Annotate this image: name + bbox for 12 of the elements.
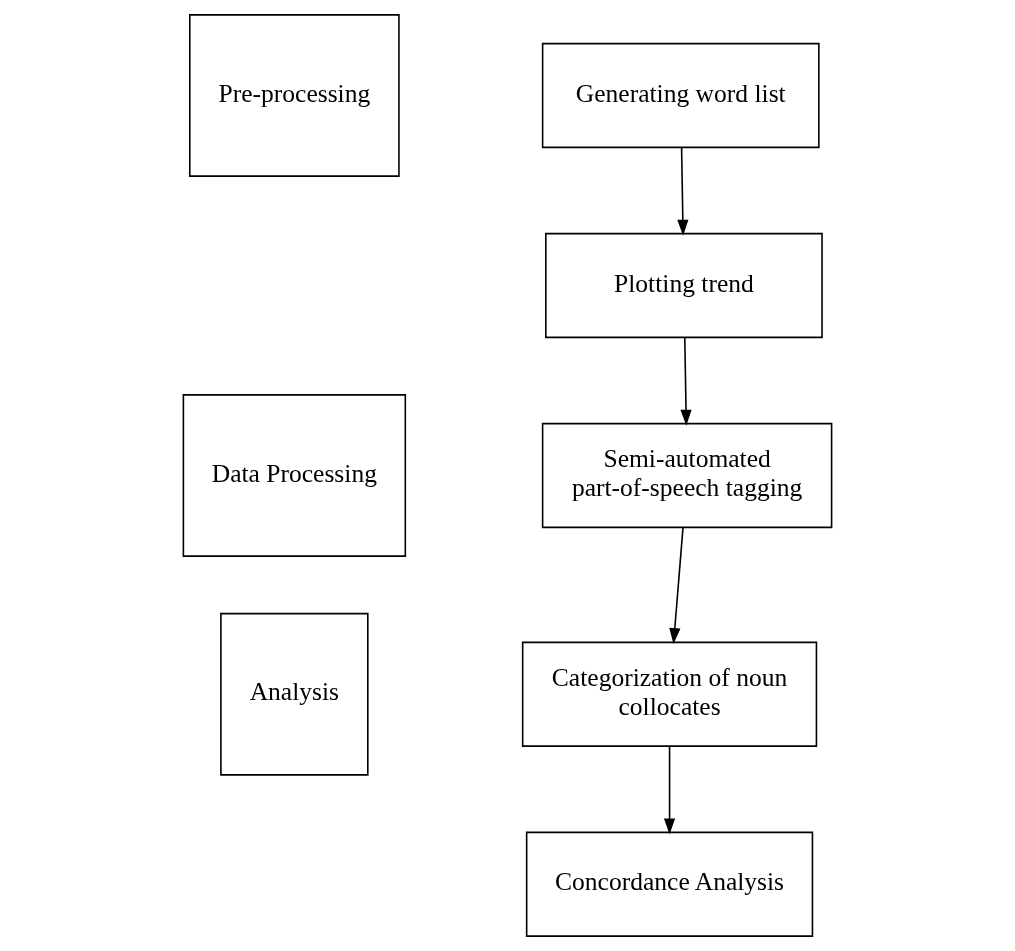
node-box: Data Processing <box>182 394 407 557</box>
arrow <box>680 336 692 426</box>
node-box: Generating word list <box>541 42 820 149</box>
arrow <box>677 146 689 236</box>
node-box: Analysis <box>220 612 369 776</box>
arrow <box>663 745 676 835</box>
node-box: Categorization of noun collocates <box>521 641 818 747</box>
node-box: Plotting trend <box>545 232 823 339</box>
arrow <box>669 526 684 645</box>
node-box: Concordance Analysis <box>525 831 814 937</box>
node-box: Pre-processing <box>188 14 400 177</box>
node-box: Semi-automated part-of-speech tagging <box>541 422 833 529</box>
